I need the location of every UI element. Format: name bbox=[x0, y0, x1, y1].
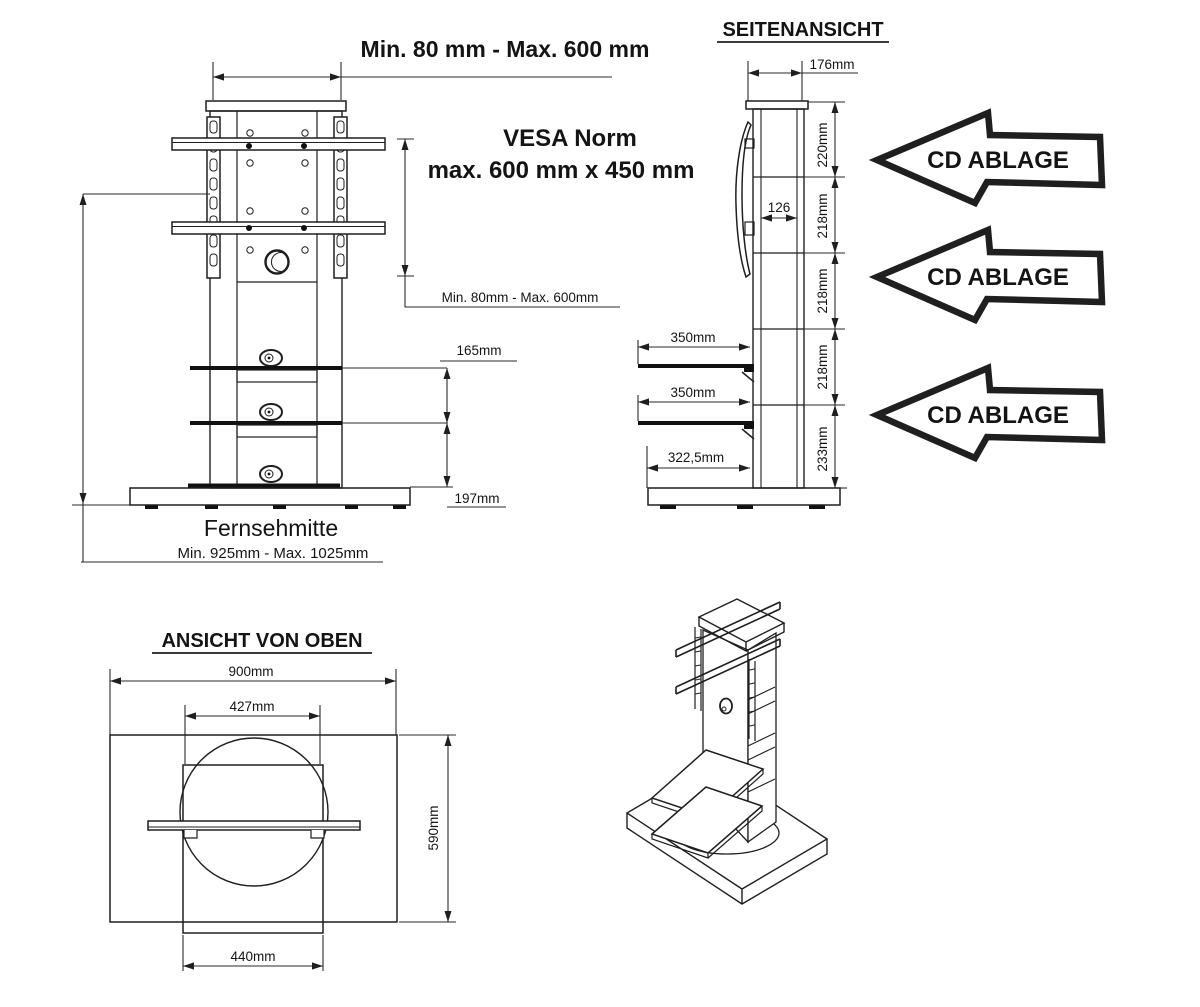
cd-arrow-1-label: CD ABLAGE bbox=[927, 147, 1069, 174]
bottom-width-label: 440mm bbox=[230, 949, 275, 964]
depth-label-590: 590mm bbox=[426, 805, 441, 850]
mount-bar-upper bbox=[171, 137, 386, 151]
inner-width-label: 427mm bbox=[229, 699, 274, 714]
shelf-depth-label-2: 350mm bbox=[670, 385, 715, 400]
tv-center-range: Min. 925mm - Max. 1025mm bbox=[178, 545, 369, 562]
inner-depth-label: 126 bbox=[768, 200, 791, 215]
cd-arrow-3: CD ABLAGE bbox=[868, 363, 1106, 463]
vesa-norm-title: VESA Norm bbox=[503, 125, 637, 152]
side-depth-dimension: 176mm bbox=[747, 57, 858, 101]
front-top-dim-label: Min. 80 mm - Max. 600 mm bbox=[361, 36, 650, 62]
iso-view bbox=[625, 598, 829, 905]
segment-label-218b: 218mm bbox=[815, 268, 830, 313]
top-view-title: ANSICHT VON OBEN bbox=[161, 630, 362, 652]
cd-arrow-3-label: CD ABLAGE bbox=[927, 402, 1069, 429]
front-shelves bbox=[190, 366, 447, 438]
side-height-dimensions: 220mm 218mm 218mm 218mm 233mm bbox=[804, 101, 847, 489]
tv-bracket-profile bbox=[735, 120, 755, 279]
top-view: ANSICHT VON OBEN 900mm 427mm bbox=[109, 630, 456, 971]
tv-center-label: Fernsehmitte bbox=[204, 515, 338, 541]
vesa-plate-holes bbox=[246, 129, 309, 254]
shelf-gap-label: 165mm bbox=[456, 343, 501, 358]
iso-shelves bbox=[650, 749, 765, 859]
segment-label-233: 233mm bbox=[815, 426, 830, 471]
cd-arrow-1: CD ABLAGE bbox=[868, 108, 1106, 208]
top-width-dimension: 900mm bbox=[109, 664, 397, 735]
front-view: Min. 80 mm - Max. 600 mm VESA Norm max. … bbox=[72, 36, 695, 563]
segment-label-218c: 218mm bbox=[815, 344, 830, 389]
top-view-body bbox=[109, 734, 398, 934]
iso-rails-and-bars bbox=[675, 601, 781, 793]
cd-arrow-2: CD ABLAGE bbox=[868, 225, 1106, 325]
top-depth-dimension: 590mm bbox=[399, 734, 456, 923]
base-gap-label: 197mm bbox=[454, 491, 499, 506]
side-column bbox=[745, 100, 809, 489]
front-base bbox=[72, 483, 411, 509]
side-shelves bbox=[638, 364, 755, 440]
side-view-title: SEITENANSICHT bbox=[722, 19, 883, 41]
shelf-depth-label-1: 350mm bbox=[670, 330, 715, 345]
shelf-depth-dimensions: 350mm 350mm 322,5mm bbox=[637, 330, 750, 488]
top-bottom-width-dimension: 440mm bbox=[182, 935, 324, 971]
cable-hole-large bbox=[264, 249, 290, 275]
side-inner-depth-dimension: 126 bbox=[761, 200, 797, 222]
tv-center-dimension: Fernsehmitte Min. 925mm - Max. 1025mm bbox=[79, 193, 383, 563]
segment-label-220: 220mm bbox=[815, 122, 830, 167]
cd-arrows: CD ABLAGE CD ABLAGE CD ABLAGE bbox=[868, 108, 1106, 463]
side-depth-label: 176mm bbox=[809, 57, 854, 72]
side-view: SEITENANSICHT 176mm 126 bbox=[637, 19, 889, 509]
vesa-height-dimension: Min. 80mm - Max. 600mm bbox=[397, 138, 620, 308]
vesa-norm-subtitle: max. 600 mm x 450 mm bbox=[428, 157, 695, 184]
vesa-height-label: Min. 80mm - Max. 600mm bbox=[442, 290, 599, 305]
base-depth-label: 322,5mm bbox=[668, 450, 724, 465]
front-column bbox=[205, 100, 347, 489]
side-base bbox=[647, 487, 841, 509]
mount-bar-lower bbox=[171, 221, 386, 235]
shelf-dimensions: 165mm 197mm bbox=[410, 343, 517, 508]
front-top-dimension bbox=[212, 62, 612, 100]
width-label: 900mm bbox=[228, 664, 273, 679]
segment-label-218a: 218mm bbox=[815, 193, 830, 238]
cd-arrow-2-label: CD ABLAGE bbox=[927, 264, 1069, 291]
